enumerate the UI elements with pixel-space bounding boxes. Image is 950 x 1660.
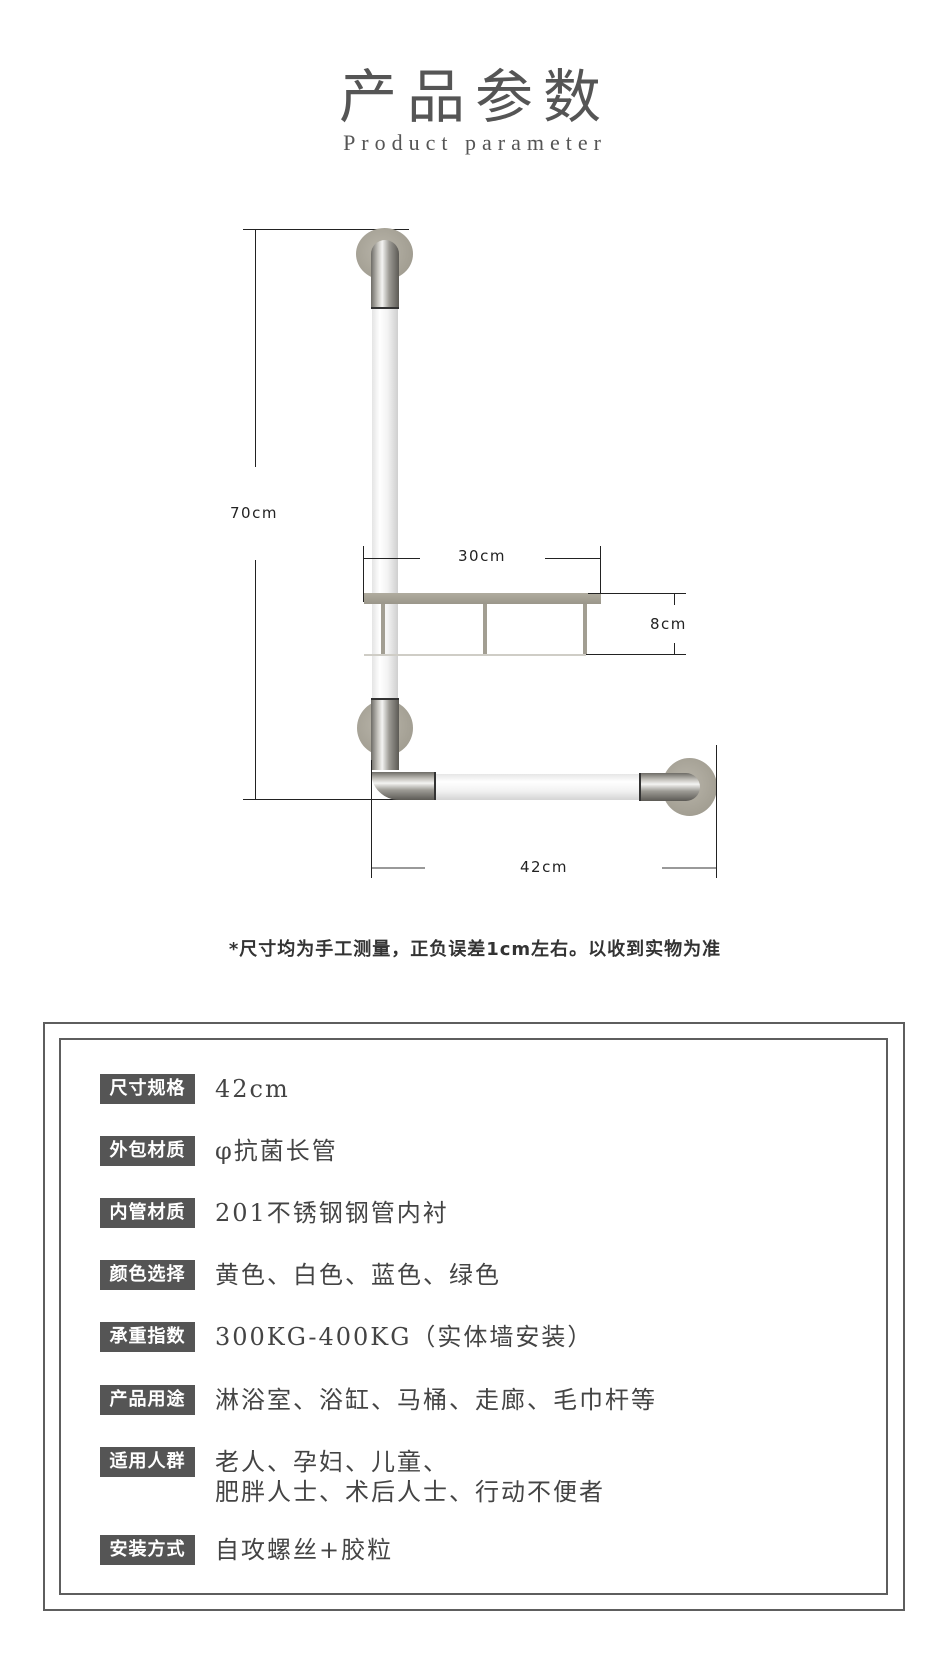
dim-width-line-right bbox=[662, 867, 717, 869]
spec-value: φ抗菌长管 bbox=[215, 1137, 338, 1165]
dim-shelf-right-tick bbox=[600, 546, 601, 604]
tube-joint-horizontal bbox=[434, 772, 436, 800]
spec-row-size: 尺寸规格 42cm bbox=[100, 1074, 290, 1104]
tube-joint-lower bbox=[371, 698, 399, 700]
lower-elbow-vertical bbox=[371, 700, 399, 770]
spec-row-inner-material: 内管材质 201不锈钢钢管内衬 bbox=[100, 1198, 449, 1228]
spec-label: 产品用途 bbox=[100, 1385, 195, 1415]
shelf-leg-2 bbox=[483, 604, 487, 655]
dim-8cm-tick-bottom bbox=[674, 643, 675, 655]
dim-shelf-line-right bbox=[545, 558, 600, 559]
tube-joint-right bbox=[639, 773, 641, 801]
vertical-white-tube bbox=[372, 309, 398, 700]
dim-width-line-left bbox=[372, 867, 425, 869]
top-elbow-chrome bbox=[371, 240, 399, 308]
spec-row-install: 安装方式 自攻螺丝+胶粒 bbox=[100, 1535, 393, 1565]
product-dimension-diagram: 70cm 30cm 8cm 42cm bbox=[230, 228, 717, 878]
dim-height-line-upper bbox=[255, 229, 256, 467]
spec-value: 42cm bbox=[215, 1075, 290, 1103]
dim-bottom-line bbox=[243, 799, 451, 800]
spec-row-load: 承重指数 300KG-400KG（实体墙安装） bbox=[100, 1322, 593, 1352]
spec-value: 黄色、白色、蓝色、绿色 bbox=[215, 1261, 501, 1289]
spec-label: 外包材质 bbox=[100, 1136, 195, 1166]
shelf-leg-3 bbox=[583, 604, 587, 655]
spec-value: 201不锈钢钢管内衬 bbox=[215, 1199, 449, 1227]
dim-width-label: 42cm bbox=[520, 858, 568, 876]
page-title: 产品参数 bbox=[338, 63, 611, 131]
dim-top-line bbox=[243, 229, 409, 230]
dim-shelf-height-label: 8cm bbox=[650, 615, 687, 633]
spec-label: 尺寸规格 bbox=[100, 1074, 195, 1104]
measurement-note: *尺寸均为手工测量，正负误差1cm左右。以收到实物为准 bbox=[228, 939, 722, 960]
spec-value: 300KG-400KG（实体墙安装） bbox=[215, 1323, 594, 1351]
spec-label: 颜色选择 bbox=[100, 1260, 195, 1290]
spec-box-outer bbox=[43, 1022, 905, 1611]
shelf-leg-1 bbox=[381, 604, 385, 655]
dim-shelf-line-left bbox=[363, 558, 420, 559]
spec-box-inner bbox=[59, 1038, 888, 1595]
spec-label: 安装方式 bbox=[100, 1535, 195, 1565]
spec-row-usage: 产品用途 淋浴室、浴缸、马桶、走廊、毛巾杆等 bbox=[100, 1385, 657, 1415]
spec-row-users: 适用人群 老人、孕妇、儿童、 肥胖人士、术后人士、行动不便者 bbox=[100, 1447, 605, 1507]
right-elbow-chrome bbox=[640, 773, 700, 801]
dim-height-label: 70cm bbox=[230, 504, 278, 522]
dim-width-right-tick bbox=[716, 745, 717, 878]
shelf-base-line bbox=[364, 654, 586, 656]
spec-value: 老人、孕妇、儿童、 肥胖人士、术后人士、行动不便者 bbox=[215, 1448, 605, 1506]
shelf-top-plate bbox=[364, 593, 601, 604]
dim-shelf-width-label: 30cm bbox=[458, 547, 506, 565]
spec-label: 承重指数 bbox=[100, 1322, 195, 1352]
spec-label: 适用人群 bbox=[100, 1447, 195, 1477]
tube-joint bbox=[371, 307, 399, 309]
dim-8cm-tick-top bbox=[674, 593, 675, 605]
dim-height-line-lower bbox=[255, 560, 256, 800]
page-subtitle: Product parameter bbox=[343, 130, 607, 155]
spec-value: 淋浴室、浴缸、马桶、走廊、毛巾杆等 bbox=[215, 1386, 657, 1414]
dim-8cm-top-line bbox=[588, 593, 686, 594]
dim-width-left-tick bbox=[371, 760, 372, 878]
spec-row-colors: 颜色选择 黄色、白色、蓝色、绿色 bbox=[100, 1260, 501, 1290]
spec-value: 自攻螺丝+胶粒 bbox=[215, 1536, 394, 1564]
dim-8cm-bottom-line bbox=[586, 654, 686, 655]
spec-label: 内管材质 bbox=[100, 1198, 195, 1228]
lower-elbow-horizontal bbox=[371, 772, 435, 800]
dim-shelf-left-tick bbox=[363, 546, 364, 602]
spec-row-outer-material: 外包材质 φ抗菌长管 bbox=[100, 1136, 338, 1166]
horizontal-white-tube bbox=[436, 774, 641, 800]
